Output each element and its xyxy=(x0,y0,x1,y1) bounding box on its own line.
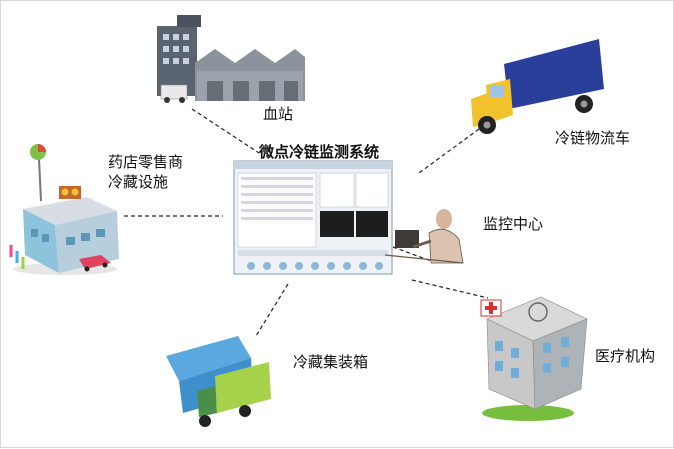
connector-medical xyxy=(411,279,489,299)
pharmacy-label-line1: 药店零售商 xyxy=(108,153,184,171)
software-window-icon xyxy=(233,160,393,275)
container-truck-icon xyxy=(166,336,271,427)
operator-person-icon xyxy=(384,209,464,264)
factory-icon xyxy=(157,15,305,103)
cold-container-label: 冷藏集装箱 xyxy=(293,353,369,371)
cold-chain-truck-label: 冷链物流车 xyxy=(555,129,631,147)
connector-blood xyxy=(191,108,260,154)
hospital-building-icon xyxy=(480,296,588,421)
connector-truck xyxy=(418,128,480,174)
pharmacy-label-line2: 冷藏设施 xyxy=(108,173,169,191)
delivery-truck-icon xyxy=(471,39,604,134)
connector-container xyxy=(255,283,289,337)
blood-station-label: 血站 xyxy=(263,105,294,123)
medical-institution-label: 医疗机构 xyxy=(595,347,656,365)
monitoring-center-label: 监控中心 xyxy=(483,215,544,233)
system-title: 微点冷链监测系统 xyxy=(259,143,380,161)
shop-building-icon xyxy=(9,144,119,275)
pharmacy-label: 药店零售商 冷藏设施 xyxy=(108,152,183,192)
